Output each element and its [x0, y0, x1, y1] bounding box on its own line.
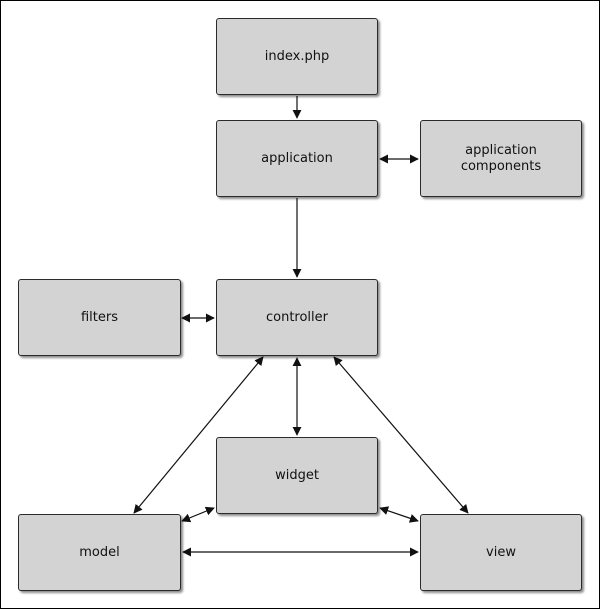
arrow-controller-view: [333, 356, 469, 514]
node-controller-label: controller: [265, 309, 329, 325]
arrow-widget-model: [181, 506, 215, 523]
arrow-controller-model: [133, 356, 264, 514]
node-widget: widget: [216, 437, 378, 514]
node-application: application: [216, 120, 378, 197]
arrow-widget-view: [379, 506, 419, 523]
node-model-label: model: [79, 544, 120, 560]
node-model: model: [18, 514, 181, 591]
node-application-components-label: application components: [460, 142, 542, 174]
node-index-php-label: index.php: [264, 48, 330, 64]
node-widget-label: widget: [275, 467, 319, 483]
node-controller: controller: [216, 279, 378, 356]
node-application-components: application components: [420, 120, 582, 197]
node-view-label: view: [486, 544, 516, 560]
node-view: view: [420, 514, 582, 591]
node-index-php: index.php: [216, 18, 378, 95]
node-filters-label: filters: [80, 309, 118, 325]
node-filters: filters: [18, 279, 181, 356]
node-application-label: application: [261, 150, 333, 166]
